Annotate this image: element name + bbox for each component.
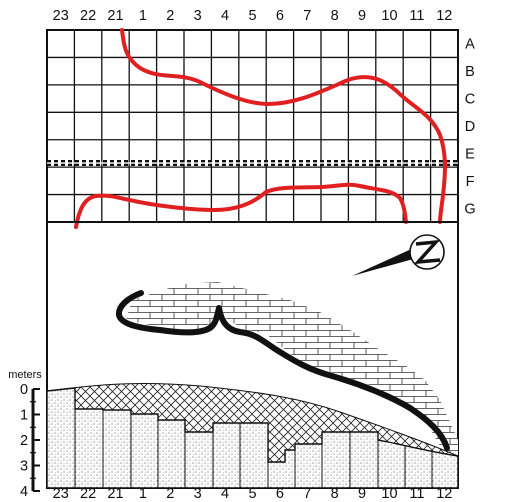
column-label-top: 11	[409, 8, 424, 24]
north-arrow-icon	[352, 234, 445, 276]
row-label: G	[464, 201, 475, 217]
column-label-bottom: 8	[331, 486, 339, 502]
scale-tick-label: 0	[20, 382, 28, 398]
row-label: F	[466, 174, 475, 190]
column-label-top: 8	[331, 8, 339, 24]
scale-tick-label: 1	[20, 408, 28, 424]
column-label-bottom: 9	[358, 486, 366, 502]
grid-plan	[46, 29, 459, 224]
scale-tick-label: 3	[20, 459, 28, 475]
trace-lower	[74, 182, 408, 229]
column-label-top: 2	[166, 8, 174, 24]
column-label-top: 7	[303, 8, 311, 24]
soil-layers	[46, 383, 459, 489]
column-label-top: 9	[358, 8, 366, 24]
column-label-bottom: 23	[53, 486, 69, 502]
column-label-bottom: 11	[409, 486, 424, 502]
stippled-layer	[46, 387, 459, 489]
column-label-top: 23	[53, 8, 69, 24]
red-traces	[74, 28, 447, 229]
column-label-top: 22	[80, 8, 96, 24]
row-label: A	[465, 37, 475, 53]
column-label-bottom: 21	[107, 486, 123, 502]
row-label: C	[465, 92, 475, 108]
column-label-top: 4	[221, 8, 229, 24]
column-label-top: 21	[107, 8, 123, 24]
column-label-top: 10	[381, 8, 397, 24]
row-label: D	[465, 119, 475, 135]
column-label-top: 12	[436, 8, 452, 24]
column-label-bottom: 12	[436, 486, 452, 502]
scale-tick-label: 4	[20, 484, 28, 500]
column-label-bottom: 1	[139, 486, 147, 502]
column-label-top: 5	[248, 8, 256, 24]
row-label: B	[465, 64, 475, 80]
column-label-bottom: 10	[381, 486, 397, 502]
column-label-bottom: 22	[80, 486, 96, 502]
column-label-top: 6	[276, 8, 284, 24]
column-label-bottom: 5	[248, 486, 256, 502]
scale-tick-label: 2	[20, 433, 28, 449]
column-label-bottom: 6	[276, 486, 284, 502]
row-label: E	[465, 146, 475, 162]
column-label-bottom: 2	[166, 486, 174, 502]
column-label-bottom: 4	[221, 486, 229, 502]
column-label-top: 3	[194, 8, 202, 24]
scale-unit-label: meters	[8, 369, 42, 381]
trace-upper	[120, 28, 447, 224]
column-label-top: 1	[139, 8, 147, 24]
column-label-bottom: 7	[303, 486, 311, 502]
column-label-bottom: 3	[194, 486, 202, 502]
black-profile-line	[115, 290, 450, 451]
